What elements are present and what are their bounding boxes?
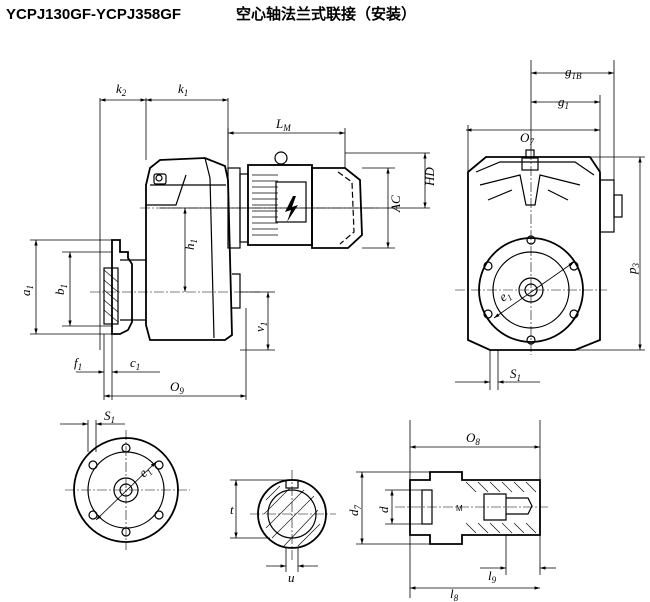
o8-label: O8 (466, 430, 480, 447)
l8-label: l8 (450, 586, 459, 602)
a1-label: a1 (18, 285, 35, 296)
e1-label-front: e1 (496, 286, 514, 306)
g1-label: g1 (558, 94, 569, 111)
k1-label: k1 (178, 81, 188, 98)
d7-label: d7 (346, 505, 363, 517)
s1-label-detail: S1 (104, 408, 115, 425)
t-label: t (230, 502, 234, 517)
gearbox-housing (145, 157, 233, 341)
l9-label: l9 (488, 568, 497, 585)
g1b-label: g1B (565, 64, 582, 81)
u-label: u (288, 570, 295, 585)
o7-label: O7 (520, 130, 534, 147)
series-title: YCPJ130GF-YCPJ358GF (6, 6, 181, 23)
s1-label-front: S1 (510, 366, 521, 383)
lightning-icon (285, 196, 298, 222)
output-flange (111, 239, 133, 335)
shaft-longitudinal: M O8 d7 d l9 l8 (346, 420, 556, 602)
p3-label: p3 (624, 263, 641, 276)
ac-label: AC (388, 195, 403, 213)
k2-label: k2 (116, 81, 127, 98)
v1-label: v1 (252, 322, 269, 332)
h1-label: h1 (182, 239, 199, 250)
d-label: d (376, 506, 391, 513)
o9-label: O9 (170, 379, 184, 396)
f1-label: f1 (74, 355, 82, 372)
hd-label: HD (422, 167, 437, 187)
front-view: e1 g1B g1 O7 p3 S1 (455, 60, 645, 390)
b1-label: b1 (52, 284, 69, 295)
side-view: k2 k1 LM HD AC h1 a1 b1 v1 (18, 81, 437, 400)
c1-label: c1 (130, 355, 140, 372)
flange-detail: e1 S1 (60, 408, 190, 550)
front-housing (467, 156, 601, 351)
m-thread-label: M (456, 504, 463, 513)
lm-label: LM (275, 116, 291, 133)
shaft-section: t u (230, 470, 336, 585)
mount-type-title: 空心轴法兰式联接（安装） (236, 5, 416, 23)
